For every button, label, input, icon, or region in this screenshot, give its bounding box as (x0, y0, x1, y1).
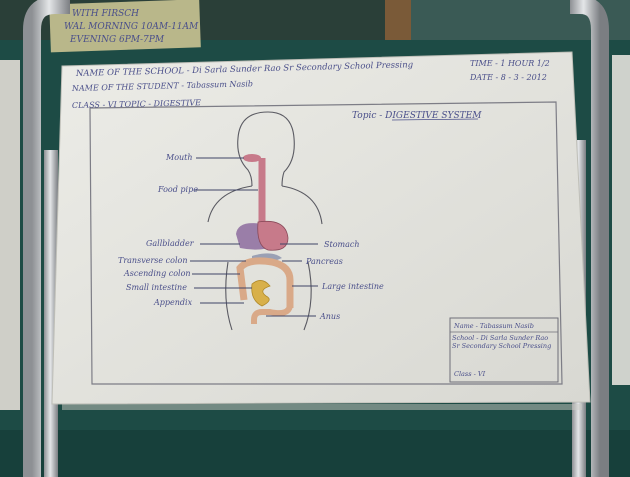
label-large-intestine: Large intestine (321, 282, 384, 291)
info-school: School - Di Sarla Sunder Rao Sr Secondar… (452, 334, 556, 350)
label-ascending-colon: Ascending colon (123, 269, 191, 278)
label-stomach: Stomach (324, 240, 360, 249)
label-anus: Anus (319, 312, 340, 321)
label-transverse-colon: Transverse colon (118, 256, 187, 265)
label-pancreas: Pancreas (305, 257, 343, 266)
label-small-intestine: Small intestine (126, 283, 187, 292)
info-class: Class - VI (454, 370, 486, 378)
label-mouth: Mouth (165, 153, 193, 162)
header-date: DATE - 8 - 3 - 2012 (469, 73, 547, 82)
label-gallbladder: Gallbladder (146, 239, 195, 248)
side-paper-left (0, 60, 20, 410)
label-appendix: Appendix (153, 298, 193, 307)
poster-shadow (62, 404, 582, 410)
notice-line-1: WITH FIRSCH (72, 9, 139, 19)
mouth-shape (243, 154, 261, 162)
board-bottom (0, 430, 630, 477)
side-paper-right (612, 55, 630, 385)
label-food-pipe: Food pipe (157, 185, 198, 194)
info-name: Name - Tabassum Nasib (453, 322, 534, 330)
board-frame (385, 0, 411, 40)
header-time: TIME - 1 HOUR 1/2 (470, 59, 550, 68)
notice-line-3: EVENING 6PM-7PM (69, 35, 165, 45)
notice-paper: WITH FIRSCH WAL MORNING 10AM-11AM EVENIN… (49, 0, 201, 52)
notice-line-2: WAL MORNING 10AM-11AM (64, 22, 199, 32)
